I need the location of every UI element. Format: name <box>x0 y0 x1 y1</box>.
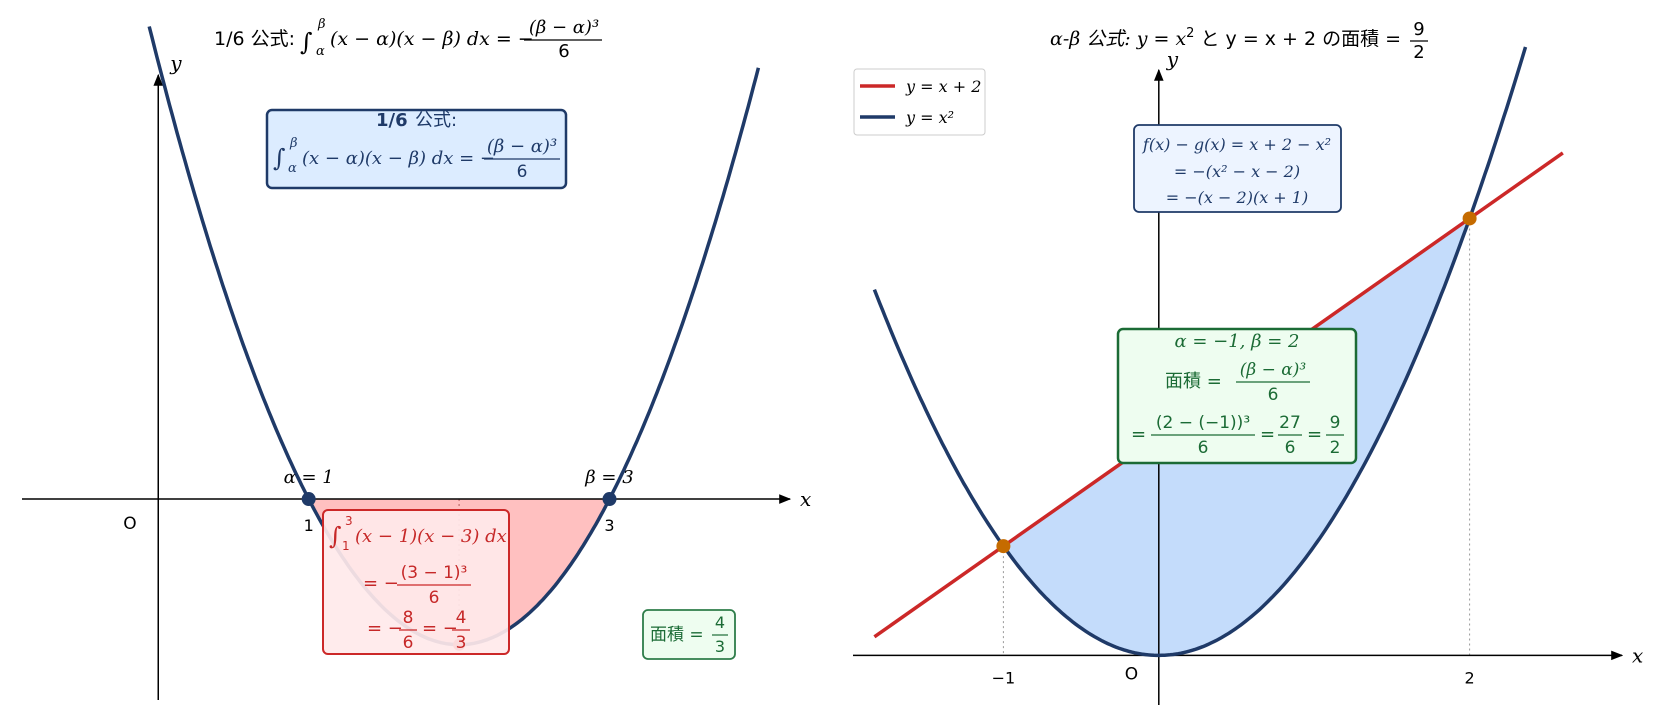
left-calc-line1: (x − 1)(x − 3) dx <box>355 526 507 547</box>
left-origin-label: O <box>123 514 136 534</box>
right-result-line3-num3: 9 <box>1330 413 1341 433</box>
right-title-mid: と y = x + 2 の面積 = <box>1194 28 1401 50</box>
left-point-beta <box>602 492 617 507</box>
left-area-box-den: 3 <box>715 637 725 656</box>
left-calc-line2-prefix: = − <box>363 573 399 594</box>
right-legend-entry-line: y = x + 2 <box>905 77 981 96</box>
left-formula-box-frac-den: 6 <box>517 162 528 182</box>
left-area-box-label: 面積 = <box>650 625 704 645</box>
left-calc-line3-num1: 8 <box>403 608 414 628</box>
right-title: α-β 公式: y = x2 と y = x + 2 の面積 = 9 2 <box>1050 19 1428 63</box>
left-title-upper: β <box>317 17 326 32</box>
right-result-line3-den1: 6 <box>1198 438 1209 458</box>
right-result-line3-num2: 27 <box>1279 413 1301 433</box>
left-calc-line3-num2: 4 <box>456 608 467 628</box>
right-y-axis-label: y <box>1166 47 1179 71</box>
right-title-prefix: α-β 公式: y = x <box>1050 28 1186 50</box>
left-x-tick-3: 3 <box>604 516 614 535</box>
left-x-axis-label: x <box>800 487 811 511</box>
left-x-tick-1: 1 <box>304 516 314 535</box>
left-title-frac-num: (β − α)³ <box>529 17 599 38</box>
left-title: 1/6 公式: ∫ β α (x − α)(x − β) dx = − (β −… <box>214 17 602 62</box>
right-result-line2-den: 6 <box>1268 385 1279 405</box>
left-area-box: 面積 = 4 3 <box>642 609 736 660</box>
right-title-sup: 2 <box>1186 26 1194 41</box>
left-calc-line2-den: 6 <box>429 588 440 608</box>
right-diff-line3: = −(x − 2)(x + 1) <box>1166 188 1308 207</box>
right-x-tick-2: 2 <box>1465 668 1475 687</box>
right-result-line3-eq1: = <box>1260 424 1275 445</box>
left-calc-lower: 1 <box>342 539 350 553</box>
left-area-box-num: 4 <box>715 613 725 632</box>
right-intersection-beta <box>1462 211 1477 226</box>
left-area-box-bg <box>642 609 736 660</box>
left-title-prefix: 1/6 公式: <box>214 28 295 50</box>
left-formula-box-integrand: (x − α)(x − β) dx = − <box>302 148 495 169</box>
right-title-text: α-β 公式: y = x2 と y = x + 2 の面積 = <box>1050 26 1401 50</box>
right-result-line3-eq2: = <box>1307 424 1322 445</box>
right-legend-entry-parabola: y = x² <box>905 108 954 127</box>
right-result-line3-prefix: = <box>1131 424 1146 445</box>
right-diff-line2: = −(x² − x − 2) <box>1174 162 1300 181</box>
left-formula-box-frac-num: (β − α)³ <box>487 136 557 157</box>
left-calc-line3-prefix: = − <box>367 618 403 639</box>
left-calc-line3-den2: 3 <box>456 633 467 653</box>
left-formula-box-title-rest: 公式: <box>415 110 457 131</box>
left-beta-label: β = 3 <box>584 467 633 488</box>
left-y-axis-label: y <box>169 51 182 75</box>
left-alpha-label: α = 1 <box>284 467 334 488</box>
right-chart: α-β 公式: y = x2 と y = x + 2 の面積 = 9 2 x y… <box>853 19 1643 705</box>
left-calc-line3-mid: = − <box>422 618 458 639</box>
left-calc-line2-num: (3 − 1)³ <box>401 563 468 583</box>
right-title-frac-num: 9 <box>1413 19 1424 40</box>
left-title-frac-den: 6 <box>558 41 569 62</box>
left-formula-box-upper: β <box>289 136 298 151</box>
left-formula-box-bg <box>265 108 568 190</box>
right-result-line3-den3: 2 <box>1330 438 1341 458</box>
right-x-tick-minus1: −1 <box>992 668 1016 687</box>
right-result-box: α = −1, β = 2 面積 = (β − α)³ 6 = (2 − (−1… <box>1116 327 1358 465</box>
left-calc-integral: ∫ <box>329 522 342 550</box>
left-calc-line3-den1: 6 <box>403 633 414 653</box>
right-diff-box-bg <box>1133 124 1342 213</box>
left-formula-box-integral: ∫ <box>273 144 286 172</box>
left-calc-upper: 3 <box>345 514 353 528</box>
right-parabola-series <box>872 46 1528 658</box>
right-intersection-alpha <box>996 539 1011 554</box>
left-formula-box: 1/6 公式: ∫ β α (x − α)(x − β) dx = − (β −… <box>265 108 568 190</box>
left-title-lower: α <box>316 44 325 59</box>
right-result-line2-num: (β − α)³ <box>1240 360 1307 380</box>
left-formula-box-lower: α <box>288 161 297 176</box>
right-result-line3-num1: (2 − (−1))³ <box>1156 413 1250 433</box>
left-calc-box-bg <box>322 509 510 655</box>
left-chart: 1/6 公式: ∫ β α (x − α)(x − β) dx = − (β −… <box>22 17 811 700</box>
right-diff-box: f(x) − g(x) = x + 2 − x² = −(x² − x − 2)… <box>1133 124 1342 213</box>
right-result-line2-prefix: 面積 = <box>1165 371 1222 392</box>
right-legend: y = x + 2 y = x² <box>853 68 986 136</box>
right-diff-line1: f(x) − g(x) = x + 2 − x² <box>1142 135 1331 154</box>
left-point-alpha <box>301 492 316 507</box>
right-title-frac-den: 2 <box>1413 42 1424 63</box>
left-formula-box-title-bold: 1/6 <box>376 110 408 131</box>
left-title-integral: ∫ <box>300 28 313 56</box>
right-x-axis-label: x <box>1632 643 1643 667</box>
right-origin-label: O <box>1125 664 1138 684</box>
right-result-line3-den2: 6 <box>1285 438 1296 458</box>
right-result-box-bg <box>1116 327 1358 465</box>
right-result-line1: α = −1, β = 2 <box>1174 331 1299 352</box>
left-title-integrand: (x − α)(x − β) dx = − <box>330 28 534 50</box>
left-calc-box: ∫ 3 1 (x − 1)(x − 3) dx = − (3 − 1)³ 6 =… <box>322 509 510 655</box>
